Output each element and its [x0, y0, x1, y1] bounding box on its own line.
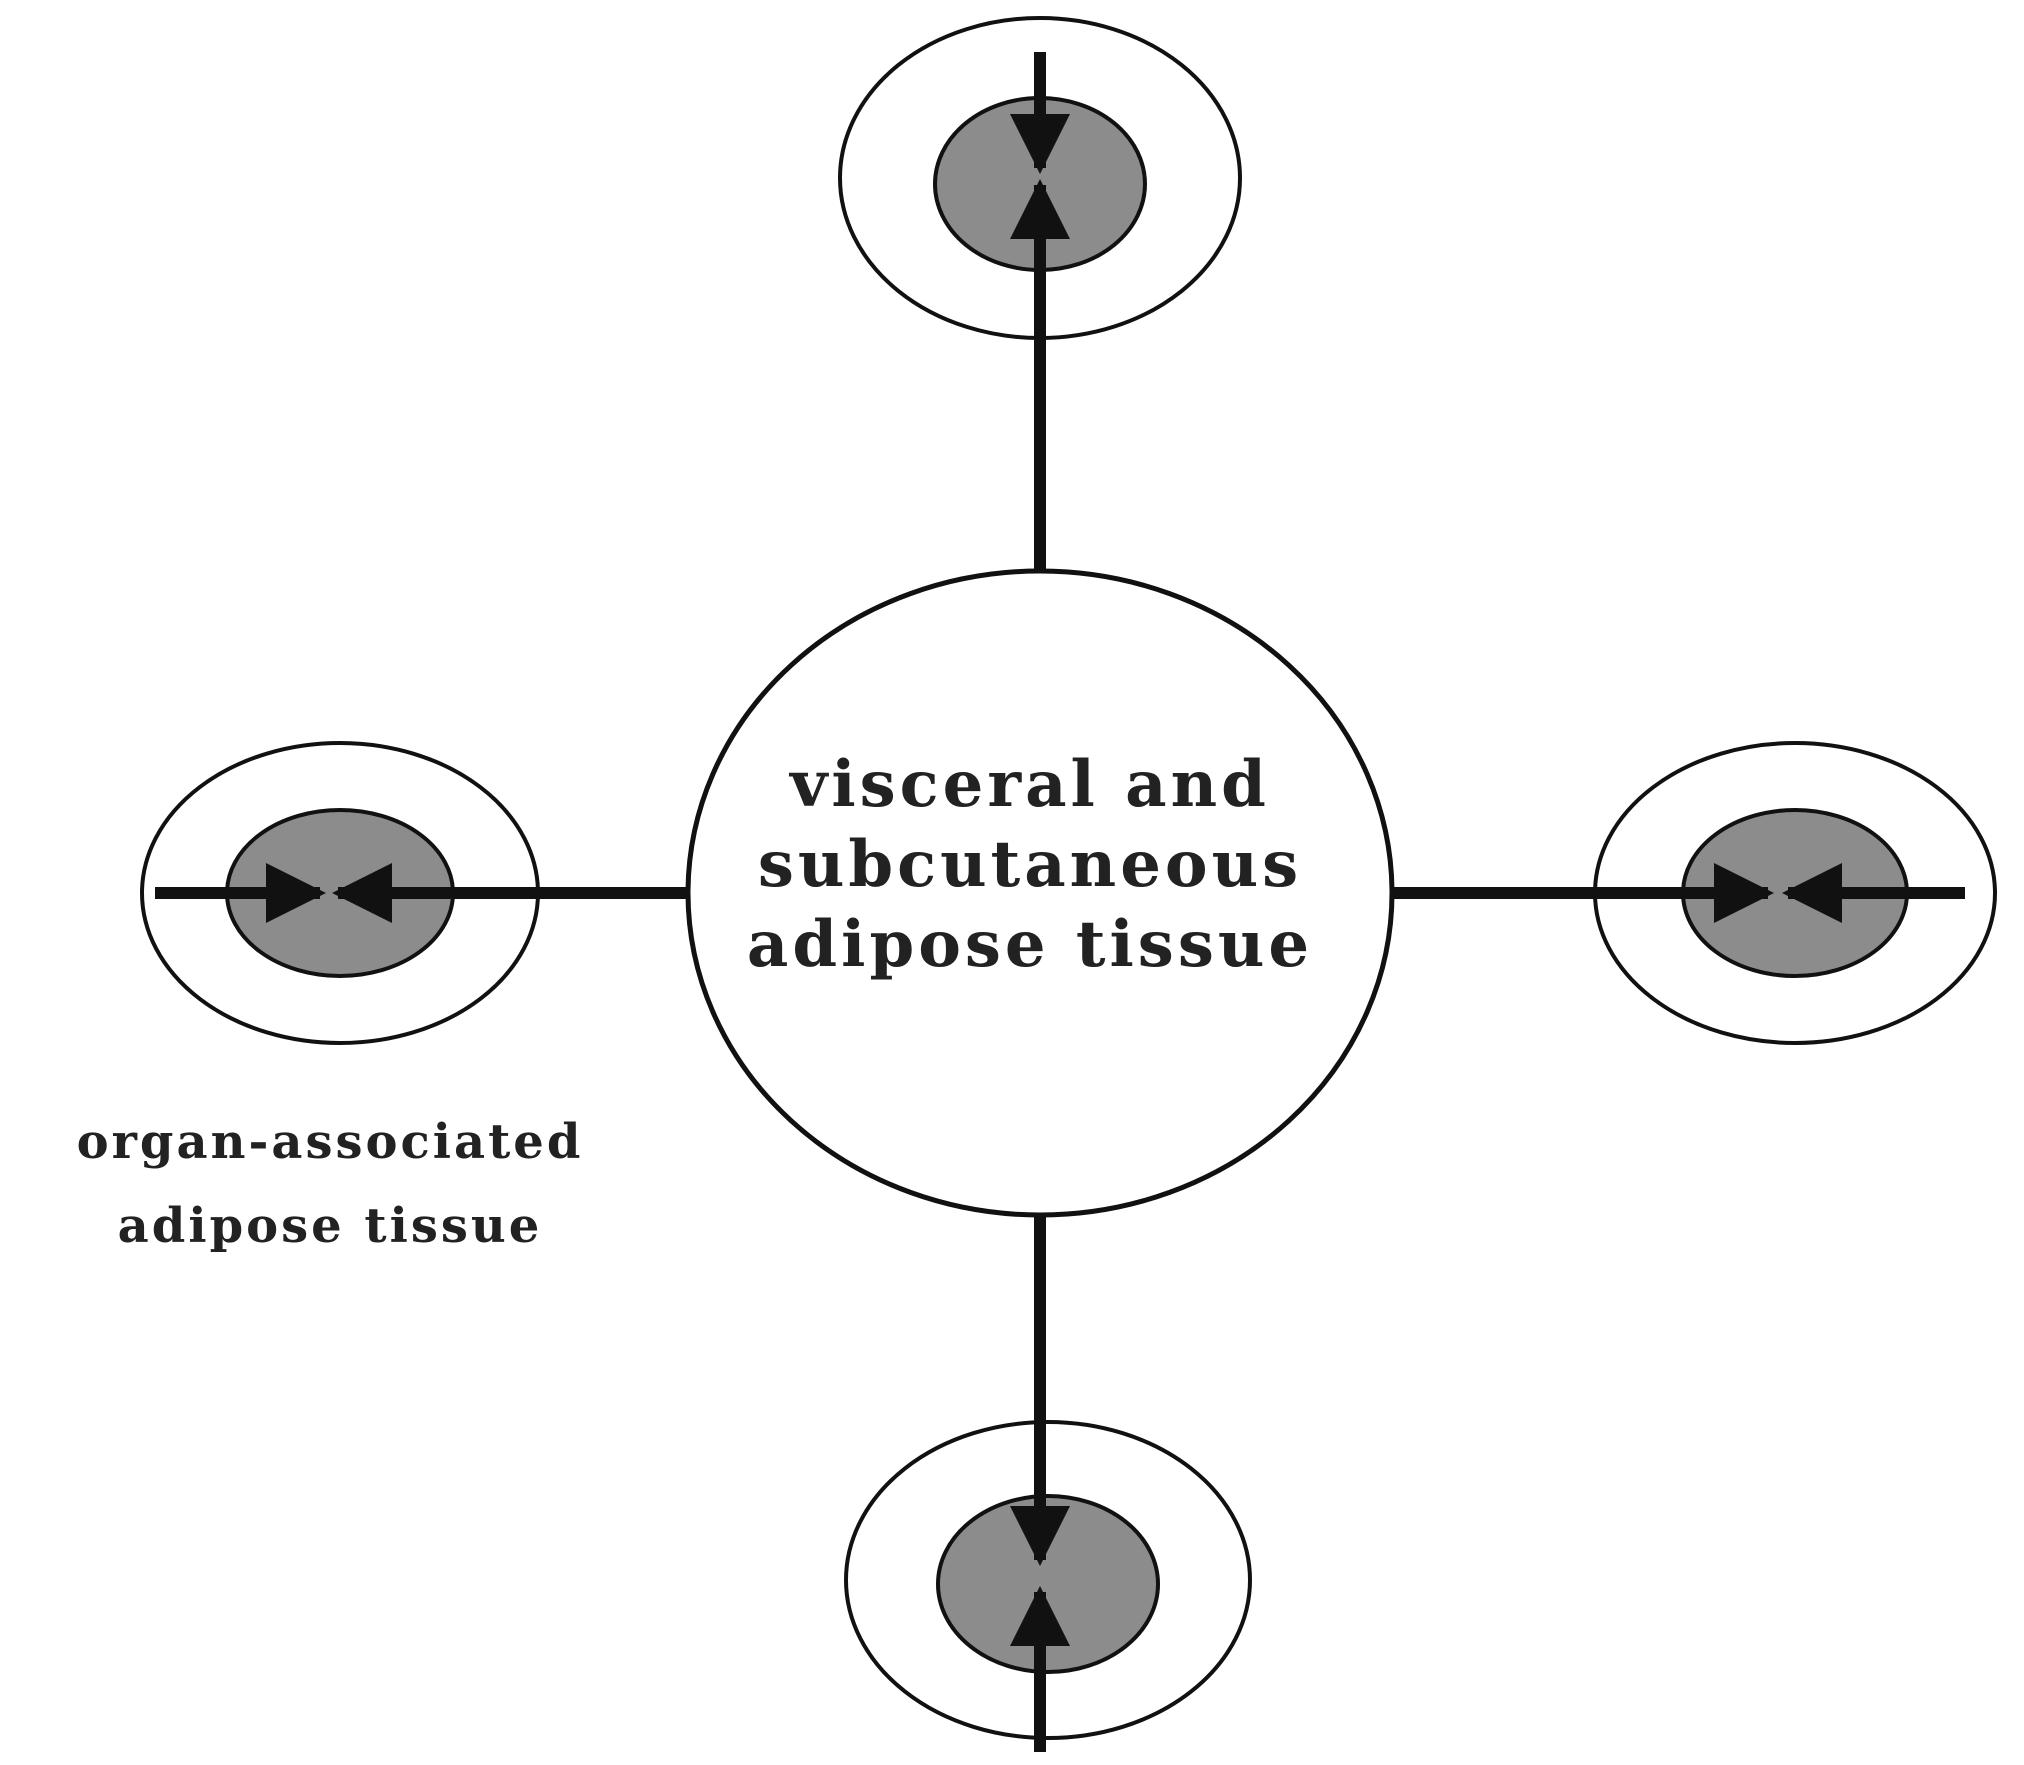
organ-node-right	[1593, 741, 1997, 1045]
organ-node-top	[838, 16, 1242, 340]
side-label-line-1: organ-associated	[76, 1114, 584, 1170]
organ-node-bottom	[844, 1420, 1252, 1752]
center-label-line-2: subcutaneous	[757, 827, 1303, 902]
center-node	[685, 568, 1395, 1218]
center-node-label: visceral and subcutaneous adipose tissue	[690, 725, 1370, 1005]
organ-associated-label: organ-associated adipose tissue	[20, 1100, 640, 1268]
organ-node-left	[140, 741, 540, 1045]
side-label-line-2: adipose tissue	[117, 1198, 543, 1254]
center-label-line-1: visceral and	[790, 747, 1270, 822]
center-label-line-3: adipose tissue	[746, 907, 1314, 982]
